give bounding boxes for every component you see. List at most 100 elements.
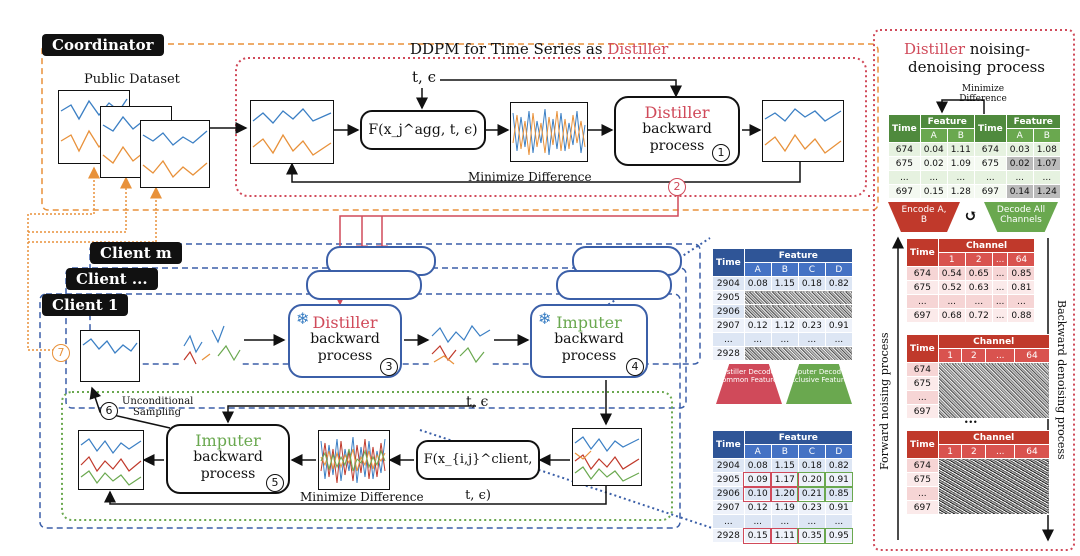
unconditional-text: Unconditional Sampling xyxy=(122,396,194,418)
client-imputed-plot xyxy=(78,430,144,490)
table-time-header: Time xyxy=(712,430,745,459)
right-panel-title-2: denoising process xyxy=(908,58,1045,76)
right-panel-title: Distiller noising- xyxy=(904,40,1030,58)
noise-cell xyxy=(743,290,853,305)
table-row: ......... xyxy=(888,170,975,185)
table-feature-header: Feature xyxy=(743,248,853,263)
coordinator-tag: Coordinator xyxy=(42,34,164,56)
right-title-rest: noising- xyxy=(965,40,1031,58)
table-row: 674 xyxy=(906,362,1050,419)
table-row: 674 xyxy=(906,458,1050,515)
table-row: ......... xyxy=(974,170,1061,185)
client-target-plot xyxy=(572,428,642,486)
right-minimize-text: Minimize Difference xyxy=(959,84,1007,104)
noise-cell xyxy=(743,346,853,361)
col-a: A xyxy=(743,262,772,277)
client-distiller-process: process xyxy=(317,348,373,364)
ghost-box-4 xyxy=(556,270,672,300)
table-row: 2905 xyxy=(712,290,853,305)
forward-noising-label: Forward noising process xyxy=(878,332,891,470)
encode-label: Encode A, B xyxy=(888,202,960,232)
table-row: 2906 xyxy=(712,304,853,319)
client-m-tag: Client m xyxy=(90,242,182,264)
title-highlight: Distiller xyxy=(607,40,669,58)
snowflake-icon: ❄ xyxy=(538,309,552,328)
coordinator-func-box: F(x_j^agg, t, ϵ) xyxy=(360,110,486,150)
client-noisy-plot xyxy=(318,430,390,490)
coordinator-func-label: F(x_j^agg, t, ϵ) xyxy=(368,122,478,138)
step-1-badge: 1 xyxy=(712,144,730,162)
coordinator-title: DDPM for Time Series as Distiller xyxy=(410,40,668,58)
table-feature-header: Feature xyxy=(743,430,853,445)
imputer-label: Imputer xyxy=(195,431,261,450)
client-mid-plot xyxy=(430,316,492,370)
step-6-badge: 6 xyxy=(100,402,118,420)
client-imputer-process: process xyxy=(561,348,617,364)
coordinator-frame xyxy=(41,43,879,211)
client-imputer-label: Imputer xyxy=(556,313,622,332)
client-func-label: F(x_{i,j}^client, t, ϵ) xyxy=(423,452,533,503)
ddpm-frame xyxy=(235,57,867,197)
coordinator-output-plot xyxy=(762,100,844,162)
client-imputer-backward: backward xyxy=(554,331,624,347)
step-3-badge: 3 xyxy=(380,358,398,376)
table-time-header: Time xyxy=(712,248,745,277)
step-5-badge: 5 xyxy=(266,474,284,492)
title-prefix: DDPM for Time Series as xyxy=(410,40,608,58)
right-minimize: Minimize Difference xyxy=(948,84,1018,104)
coordinator-minimize: Minimize Difference xyxy=(468,170,592,184)
coordinator-input-plot xyxy=(250,100,334,164)
imputer-frame xyxy=(61,391,673,521)
vertical-ellipsis: ... xyxy=(964,412,978,427)
right-title-highlight: Distiller xyxy=(904,40,965,58)
table-row: ............... xyxy=(712,514,853,529)
decode-label: Decode All Channels xyxy=(984,202,1058,232)
client-t-eps: t, ϵ xyxy=(466,394,489,410)
process-label: process xyxy=(649,138,705,154)
distiller-decode-text: Distiller Decodes Common Features xyxy=(717,368,781,384)
client-input-plot xyxy=(182,316,242,368)
client-1-tag: Client 1 xyxy=(42,294,129,316)
client-func-box: F(x_{i,j}^client, t, ϵ) xyxy=(416,440,540,503)
imputer-backward-label: backward xyxy=(193,449,263,465)
imputer-process-label: process xyxy=(200,466,256,482)
client-output-plot xyxy=(80,330,140,382)
backward-label: backward xyxy=(642,121,712,137)
table-row: ............... xyxy=(906,294,1036,309)
client-distiller-backward: backward xyxy=(310,331,380,347)
cycle-icon: ↺ xyxy=(964,206,978,225)
client-minimize: Minimize Difference xyxy=(300,490,424,504)
col-b: B xyxy=(770,262,799,277)
table-row: 2928 xyxy=(712,346,853,361)
public-plot-3 xyxy=(140,120,210,188)
noise-cell xyxy=(937,362,1050,419)
snowflake-icon: ❄ xyxy=(296,309,310,328)
noisy-plot xyxy=(510,102,588,162)
step-7-badge: 7 xyxy=(52,344,70,362)
distiller-label: Distiller xyxy=(644,103,710,122)
unconditional-label: Unconditional Sampling xyxy=(122,396,194,418)
col-d: D xyxy=(824,262,853,277)
imputer-decode-text: Imputer Decodes Exclusive Features xyxy=(786,368,852,384)
client-distiller-label: Distiller xyxy=(312,313,378,332)
encode-text: Encode A, B xyxy=(901,205,947,225)
